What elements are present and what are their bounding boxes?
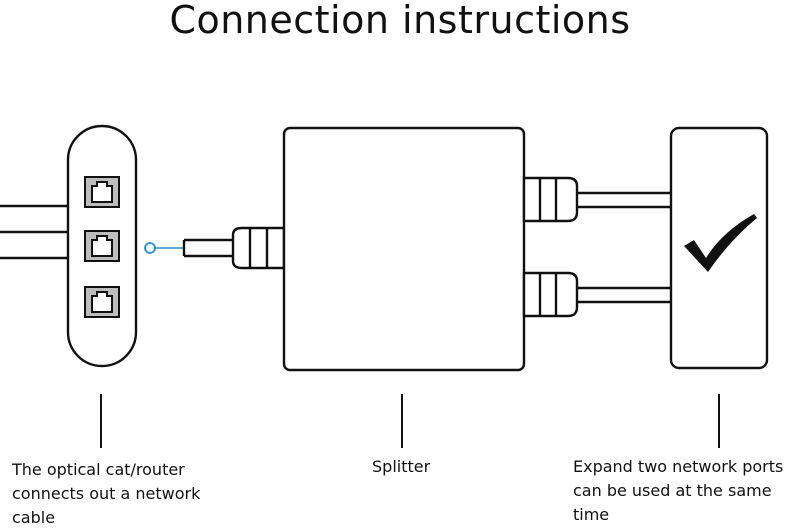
input-cable xyxy=(182,238,233,258)
rj45-port-icon xyxy=(84,176,120,208)
pointer-lines xyxy=(100,394,720,448)
input-plug xyxy=(231,226,286,270)
rj45-port-icon xyxy=(84,286,120,318)
rj45-port-icon xyxy=(84,230,120,262)
connector-dot-icon xyxy=(144,242,156,254)
output-plug-bottom xyxy=(522,271,579,318)
incoming-cables xyxy=(0,204,68,260)
checkmark-icon xyxy=(684,214,757,272)
diagram-title: Connection instructions xyxy=(169,0,631,42)
output-plug-top xyxy=(522,176,579,223)
output-cables xyxy=(577,191,671,304)
caption-router: The optical cat/router connects out a ne… xyxy=(12,460,201,527)
caption-expand: Expand two network ports can be used at … xyxy=(573,457,784,524)
router-ports xyxy=(84,176,120,318)
splitter-box xyxy=(282,126,526,372)
caption-splitter: Splitter xyxy=(372,457,431,476)
